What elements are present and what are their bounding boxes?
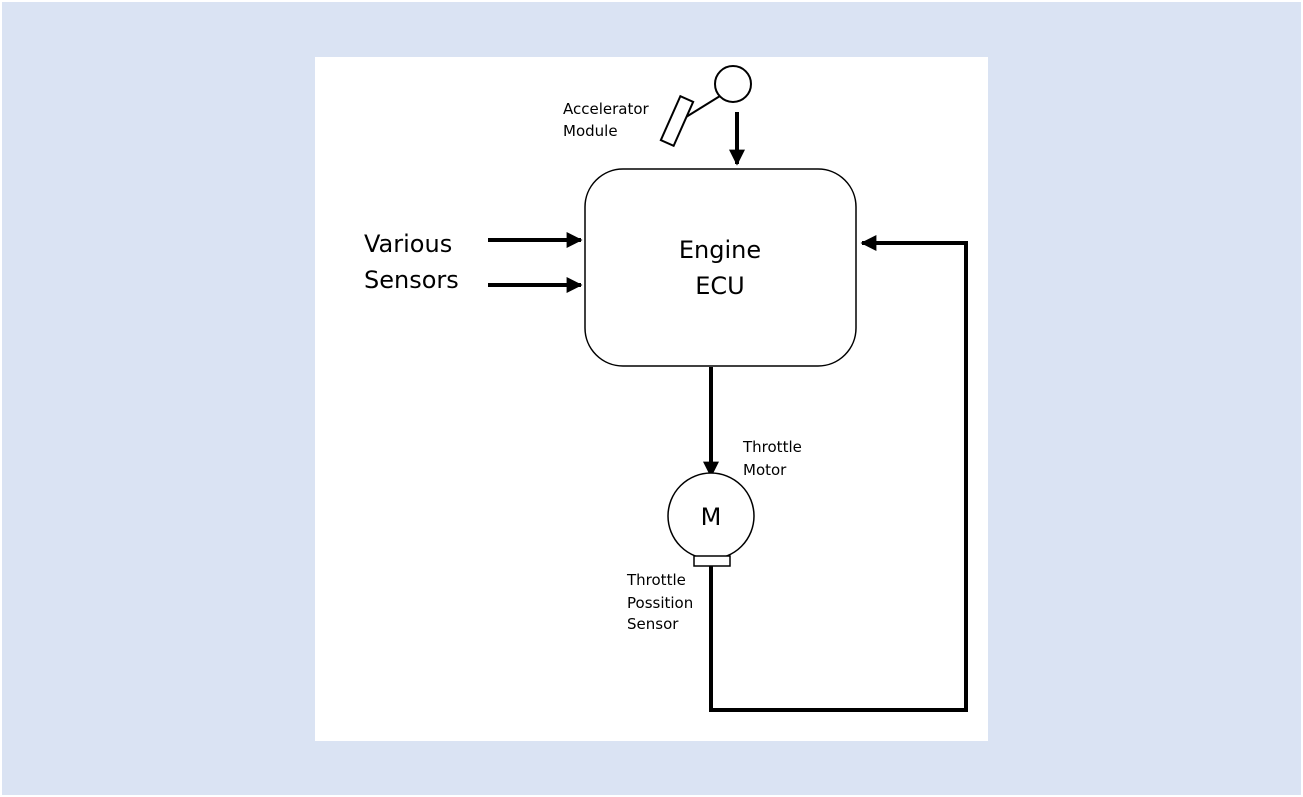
feedback-loop-arrow (709, 235, 968, 712)
motor-label-line1: Throttle (742, 438, 802, 456)
throttle-position-sensor-icon (693, 555, 731, 567)
accelerator-pedal-icon (659, 65, 752, 148)
tps-label-line3: Sensor (627, 615, 679, 633)
ecu-label-line1: Engine (679, 236, 761, 264)
sensors-label-line2: Sensors (364, 266, 459, 294)
tps-label-line1: Throttle (626, 571, 686, 589)
accelerator-label-line2: Module (563, 122, 618, 140)
accelerator-label-line1: Accelerator (563, 100, 650, 118)
ecu-box (584, 168, 857, 367)
tps-label-line2: Possition (627, 594, 693, 612)
sensors-label-line1: Various (364, 230, 452, 258)
motor-label-line2: Motor (743, 461, 787, 479)
ecu-label-line2: ECU (695, 272, 745, 300)
motor-symbol: M (701, 503, 722, 531)
